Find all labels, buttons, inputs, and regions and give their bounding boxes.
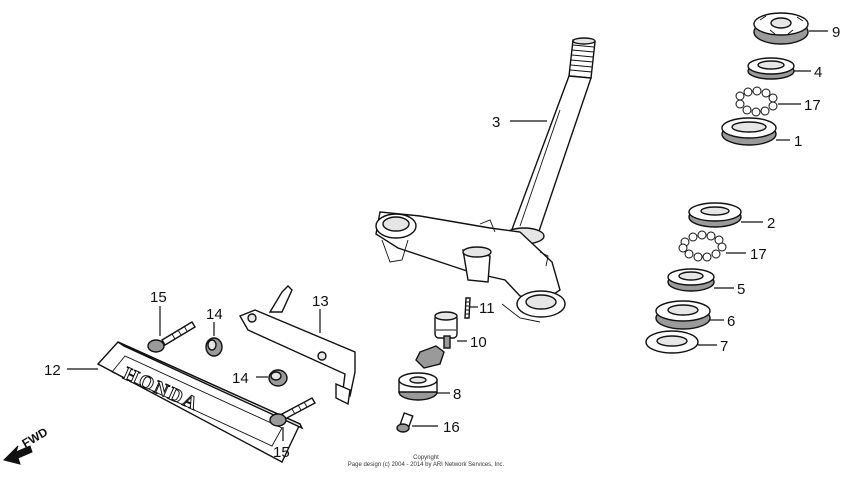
part-1-top-ball-race [721,117,777,146]
part-15-bolt-lower [269,397,316,427]
part-11-screw [464,297,471,319]
callout-1: 1 [794,133,802,150]
part-2-bottom-ball-race [688,202,742,228]
callout-14-upper: 14 [206,306,223,323]
callout-6: 6 [727,313,735,330]
callout-8: 8 [453,386,461,403]
callout-15-lower: 15 [273,444,290,461]
callout-13: 13 [312,293,329,310]
part-9-stem-nut [753,12,809,45]
callout-3: 3 [492,114,500,131]
part-3-steering-stem [375,37,596,323]
callout-15-upper: 15 [150,289,167,306]
part-17-steel-balls-upper [735,86,778,117]
callout-12: 12 [44,362,61,379]
part-6-dust-seal [655,300,711,330]
callout-5: 5 [737,281,745,298]
part-12-honda-emblem: HONDA [96,341,304,463]
callout-14-lower: 14 [232,370,249,387]
part-16-screw [396,412,414,433]
callout-10: 10 [470,334,487,351]
callout-2: 2 [767,215,775,232]
copyright-line-1: Copyright [413,455,439,461]
part-14-grommet-lower [268,369,288,387]
callout-17-lower: 17 [750,246,767,263]
fwd-arrow-icon [3,445,33,465]
fwd-indicator: FWD [3,425,51,465]
callout-11: 11 [479,300,495,317]
callout-16: 16 [443,419,460,436]
part-17-steel-balls-lower [678,230,727,262]
part-14-grommet-upper [205,337,223,357]
copyright-line-2: Page design (c) 2004 - 2014 by ARI Netwo… [348,462,505,468]
part-5-bottom-cone-race [667,268,715,292]
callout-9: 9 [832,24,840,41]
part-7-washer [645,330,699,354]
part-10-steering-lock [415,311,458,369]
callout-17-upper: 17 [804,97,821,114]
part-4-top-cone-race [747,57,795,80]
part-15-bolt-upper [147,321,196,353]
fwd-label: FWD [20,425,51,451]
part-13-emblem-bracket [238,285,356,406]
part-8-lock-cover [398,372,438,401]
callout-4: 4 [814,64,822,81]
callout-7: 7 [720,338,728,355]
